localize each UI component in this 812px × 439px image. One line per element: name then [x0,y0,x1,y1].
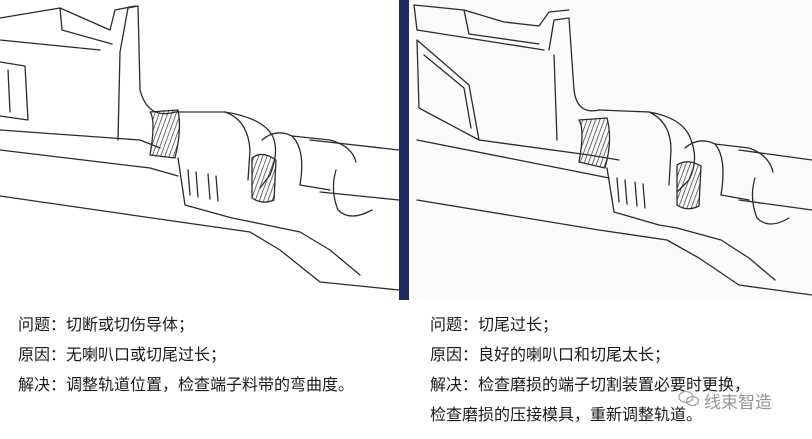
watermark-text: 线束智造 [704,393,772,413]
left-terminal-illustration [0,0,399,300]
panel-divider [399,0,409,300]
left-problem-text: 问题：切断或切伤导体； [18,315,195,334]
watermark: 线束智造 [678,388,772,413]
right-cause-text: 原因：良好的喇叭口和切尾太长； [430,345,671,364]
left-cause-text: 原因：无喇叭口或切尾过长； [18,345,227,364]
left-solution-text: 解决：调整轨道位置，检查端子料带的弯曲度。 [18,375,355,394]
right-solution-text-2: 检查磨损的压接模具，重新调整轨道。 [430,405,703,424]
left-caption: 问题：切断或切伤导体； 原因：无喇叭口或切尾过长； 解决：调整轨道位置，检查端子… [18,310,354,400]
left-terminal-drawing [0,5,399,291]
right-caption: 问题：切尾过长； 原因：良好的喇叭口和切尾太长； 解决：检查磨损的端子切割装置必… [430,310,750,430]
right-problem-text: 问题：切尾过长； [430,315,559,334]
right-terminal-illustration [409,0,812,300]
wechat-icon [678,390,700,412]
right-solution-text: 解决：检查磨损的端子切割装置必要时更换， [430,375,751,394]
right-terminal-drawing [413,4,812,296]
